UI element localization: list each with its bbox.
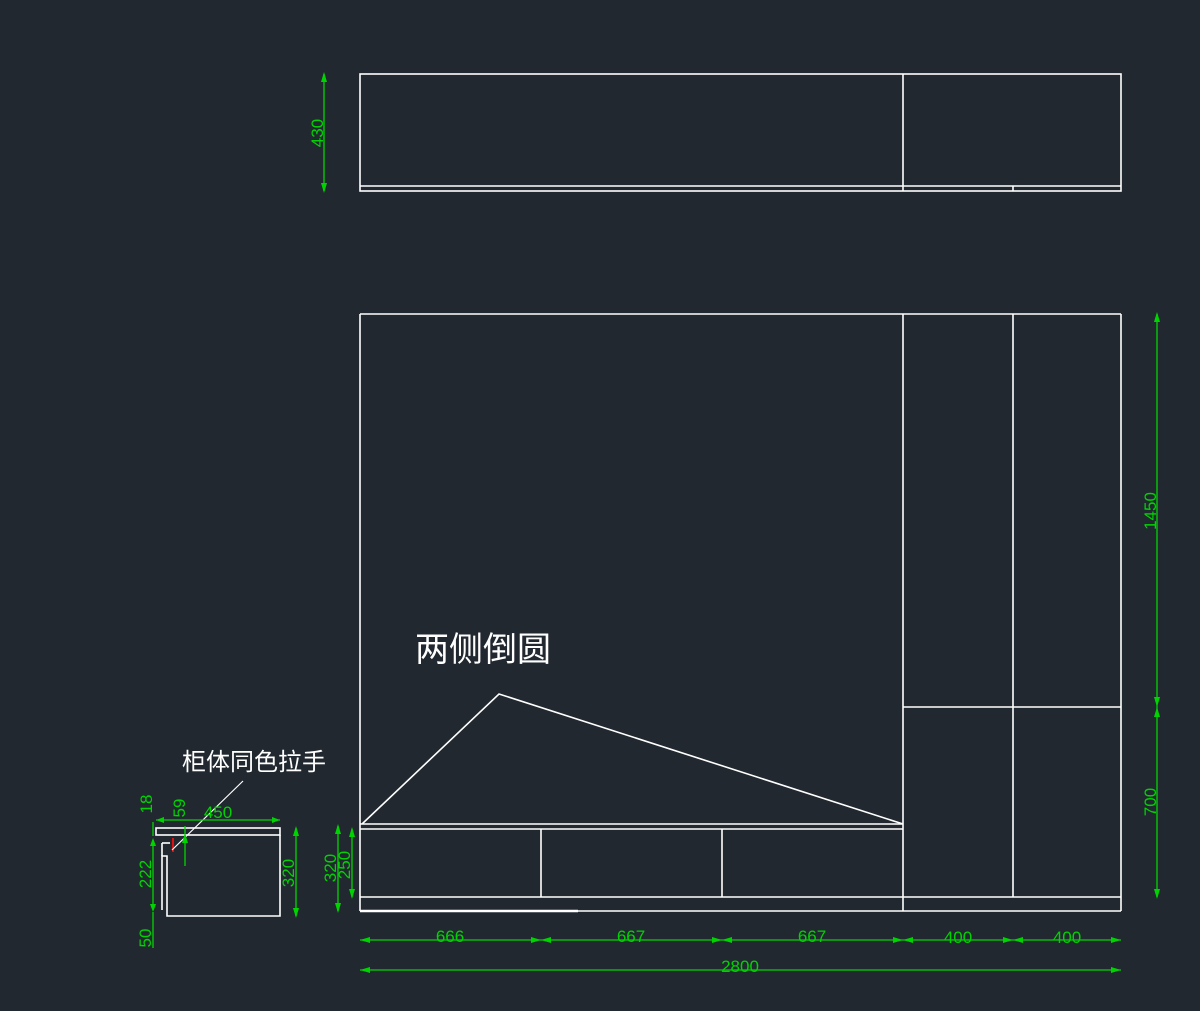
- dim-top-height: 430: [308, 72, 327, 193]
- section-dims: 450 18 59 222 50 320: [136, 795, 299, 948]
- dim-base-heights: 320 250: [321, 824, 355, 913]
- section-detail: [155, 827, 281, 917]
- section-handle-offset-label: 59: [170, 799, 189, 818]
- wall-cabinet: [359, 73, 1122, 192]
- dim-width-1: 666: [436, 927, 464, 946]
- section-top-thickness-label: 18: [137, 795, 156, 814]
- dim-width-2: 667: [617, 927, 645, 946]
- dim-right-heights: 1450 700: [1141, 312, 1160, 899]
- dim-widths: 666 667 667 400 400: [360, 927, 1121, 947]
- dim-width-5: 400: [1053, 928, 1081, 947]
- dim-right-upper-label: 1450: [1141, 492, 1160, 530]
- dim-width-4: 400: [944, 928, 972, 947]
- dim-width-3: 667: [798, 927, 826, 946]
- dim-total-width: 2800: [360, 957, 1121, 976]
- dim-top-height-label: 430: [308, 119, 327, 147]
- dim-base-outer-label: 320: [321, 854, 340, 882]
- section-inner-height-label: 222: [136, 860, 155, 888]
- dim-base-inner-label: 250: [335, 851, 354, 879]
- section-depth-label: 450: [204, 803, 232, 822]
- chamfer-leader: [361, 693, 904, 825]
- section-plinth-label: 50: [136, 929, 155, 948]
- dim-right-lower-label: 700: [1141, 788, 1160, 816]
- chamfer-note: 两侧倒圆: [415, 630, 551, 670]
- main-cabinet: [359, 313, 1122, 913]
- dim-total-width-label: 2800: [721, 957, 759, 976]
- section-height-label: 320: [279, 859, 298, 887]
- handle-note: 柜体同色拉手: [182, 748, 326, 776]
